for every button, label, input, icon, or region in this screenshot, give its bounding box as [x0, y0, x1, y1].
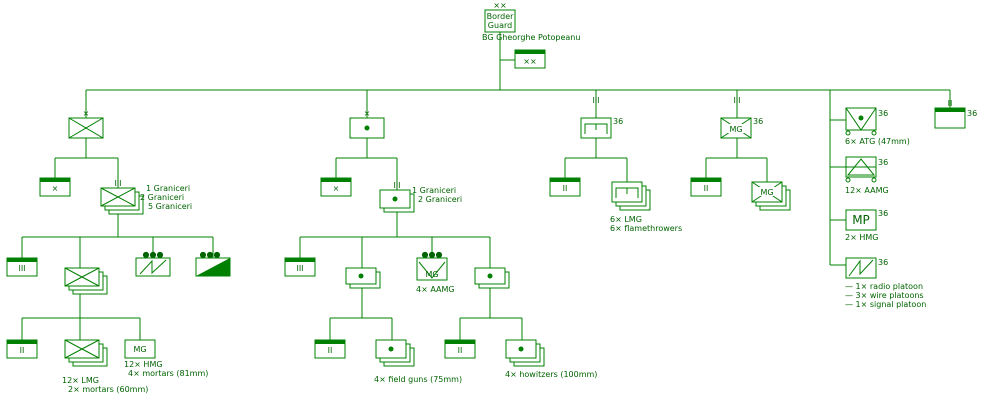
- echelon-regiment: III: [114, 179, 121, 188]
- echelon-regiment-hq: III: [18, 264, 25, 273]
- hmg-mortar-1: 12× HMG: [124, 360, 163, 369]
- aamg-section[interactable]: ●●● MG 4× AAMG: [416, 250, 455, 294]
- echelon-battalion-c1: II: [328, 346, 333, 355]
- atg-company[interactable]: 36 6× ATG (47mm): [845, 107, 910, 146]
- echelon-regiment-m: III: [733, 96, 740, 105]
- left-support-section[interactable]: ●●●: [195, 250, 231, 277]
- signal-2: — 3× wire platoons: [845, 291, 924, 300]
- badge-36-sig: 36: [878, 258, 888, 267]
- badge-36-f: 36: [613, 117, 623, 126]
- granicer-regiments-a[interactable]: III 1 Graniceri 2 Graniceri 5 Graniceri: [100, 179, 192, 215]
- division-staff[interactable]: ××: [514, 49, 546, 69]
- center-battalion-hq-1[interactable]: II: [314, 339, 346, 359]
- left-brigade[interactable]: ×: [68, 109, 104, 139]
- lmg-mortar-2: 2× mortars (60mm): [68, 385, 148, 394]
- far-right-battalion[interactable]: II 36: [934, 99, 977, 129]
- aamg-company[interactable]: 36 12× AAMG: [845, 156, 889, 195]
- echelon-regiment-f: III: [592, 96, 599, 105]
- mg-symbol-bn: MG: [760, 188, 773, 197]
- division-hq[interactable]: ×× Border Guard BG Gheorghe Potopeanu: [482, 1, 580, 42]
- badge-36-atg: 36: [878, 109, 888, 118]
- echelon-division: ××: [493, 1, 506, 10]
- badge-36-aa: 36: [878, 158, 888, 167]
- aamg12-label: 12× AAMG: [845, 186, 889, 195]
- center-brigade-hq[interactable]: ×: [320, 177, 352, 197]
- echelon-brigade-c: ×: [364, 109, 371, 118]
- left-mg-company[interactable]: I MG 12× HMG 4× mortars (81mm): [124, 331, 208, 378]
- mp-symbol: MP: [852, 213, 870, 227]
- mg-symbol-aamg: MG: [425, 270, 438, 279]
- echelon-battalion-r: II: [948, 99, 953, 108]
- reg-a-label-1: 1 Graniceri: [146, 184, 190, 193]
- echelon-battalion: II: [20, 346, 25, 355]
- hmg2-label: 2× HMG: [845, 233, 878, 242]
- division-box: [484, 9, 516, 33]
- echelon-regiment-c: III: [393, 181, 400, 190]
- connector-lines: [21, 32, 951, 340]
- left-regiment-hq[interactable]: III: [6, 257, 38, 277]
- left-battalions[interactable]: [64, 267, 108, 295]
- badge-36-mp: 36: [878, 209, 888, 218]
- mg-regiment-hq[interactable]: II: [690, 177, 722, 197]
- staff-bar: [515, 50, 545, 54]
- mg-symbol: MG: [133, 345, 146, 354]
- mp-company[interactable]: MP 36 2× HMG: [845, 209, 888, 242]
- echelon-section-c: ●●●: [422, 250, 443, 259]
- lmg-mortar-1: 12× LMG: [62, 376, 99, 385]
- center-battalion-2[interactable]: [474, 267, 510, 289]
- howitzer-batteries[interactable]: 4× howitzers (100mm): [505, 339, 597, 379]
- reg-a-label-2: 2 Graniceri: [140, 193, 184, 202]
- atg-label: 6× ATG (47mm): [845, 137, 910, 146]
- badge-36-m: 36: [753, 117, 763, 126]
- flamethrower-regiment[interactable]: III 36: [580, 96, 623, 139]
- echelon-brigade-hq: ×: [52, 184, 59, 193]
- left-signal-section[interactable]: ●●●: [135, 250, 171, 277]
- badge-36-r: 36: [967, 109, 977, 118]
- echelon-battalion-c2: II: [458, 346, 463, 355]
- field-guns-label: 4× field guns (75mm): [374, 375, 462, 384]
- echelon-brigade: ×: [83, 109, 90, 118]
- lmg-flame-2: 6× flamethrowers: [610, 224, 682, 233]
- flamethrower-battalions[interactable]: 6× LMG 6× flamethrowers: [610, 181, 682, 233]
- left-brigade-hq[interactable]: ×: [39, 177, 71, 197]
- granicer-regiments-b[interactable]: III 1 Graniceri 2 Graniceri: [379, 181, 462, 213]
- aamg4-label: 4× AAMG: [416, 285, 455, 294]
- left-battalion-hq[interactable]: II: [6, 339, 38, 359]
- hmg-mortar-2: 4× mortars (81mm): [128, 369, 208, 378]
- lmg-flame-1: 6× LMG: [610, 215, 642, 224]
- hq-name-line2: Guard: [488, 21, 512, 30]
- reg-a-label-3: 5 Graniceri: [148, 202, 192, 211]
- center-regiment-hq[interactable]: III: [284, 257, 316, 277]
- field-gun-batteries[interactable]: 4× field guns (75mm): [374, 339, 462, 384]
- flamethrower-hq[interactable]: II: [549, 177, 581, 197]
- hq-commander: BG Gheorghe Potopeanu: [482, 33, 580, 42]
- echelon-brigade-hq-c: ×: [333, 184, 340, 193]
- mg-symbol-reg: MG: [729, 125, 742, 134]
- reg-b-label-2: 2 Graniceri: [418, 195, 462, 204]
- echelon-section: ●●●: [143, 250, 164, 259]
- howitzers-label: 4× howitzers (100mm): [505, 370, 597, 379]
- echelon-regiment-hq-m: II: [704, 184, 709, 193]
- mg-regiment[interactable]: III MG 36: [720, 96, 763, 139]
- center-battalion-hq-2[interactable]: II: [444, 339, 476, 359]
- hq-name-line1: Border: [487, 12, 515, 21]
- staff-echelon: ××: [523, 57, 536, 66]
- center-battalion-1[interactable]: [345, 267, 381, 289]
- echelon-company: I: [139, 331, 141, 340]
- echelon-regiment-hq-f: II: [563, 184, 568, 193]
- mg-battalions[interactable]: MG: [751, 181, 791, 211]
- signal-company[interactable]: 36 — 1× radio platoon — 3× wire platoons…: [845, 257, 926, 309]
- signal-3: — 1× signal platoon: [845, 300, 926, 309]
- center-brigade[interactable]: ×: [349, 109, 385, 139]
- echelon-regiment-hq-c: III: [296, 264, 303, 273]
- left-companies[interactable]: 12× LMG 2× mortars (60mm): [62, 339, 148, 394]
- reg-b-label-1: 1 Graniceri: [412, 186, 456, 195]
- signal-1: — 1× radio platoon: [845, 282, 923, 291]
- echelon-section-2: ●●●: [200, 250, 221, 259]
